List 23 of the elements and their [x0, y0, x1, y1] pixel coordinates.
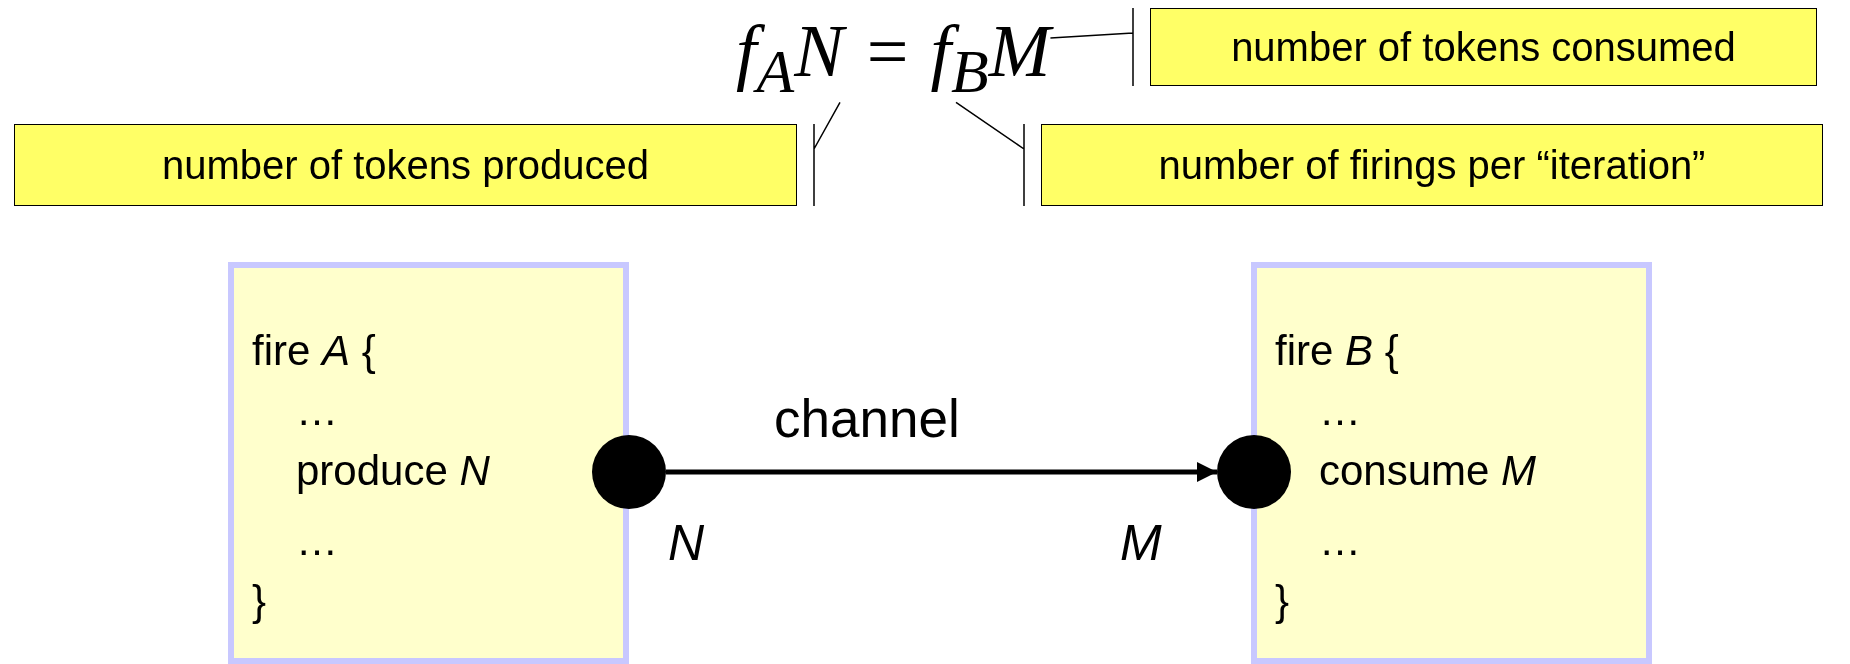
leader-line	[813, 101, 841, 207]
code-line: …	[296, 390, 338, 432]
port-dot	[592, 435, 666, 509]
leader-line	[955, 101, 1025, 207]
port-label: N	[668, 518, 705, 568]
port-label: M	[1120, 518, 1162, 568]
code-line: consume M	[1319, 450, 1537, 492]
callout-box: number of tokens produced	[14, 124, 797, 206]
code-line: }	[252, 580, 267, 622]
code-line: }	[1275, 580, 1290, 622]
code-line: …	[1319, 520, 1361, 562]
code-line: fire B {	[1275, 330, 1399, 372]
leader-line	[1049, 7, 1134, 87]
actor-box	[1251, 262, 1652, 664]
code-line: …	[296, 520, 338, 562]
code-line: …	[1319, 390, 1361, 432]
arrow	[666, 462, 1217, 482]
callout-box: number of firings per “iteration”	[1041, 124, 1823, 206]
code-line: produce N	[296, 450, 490, 492]
code-line: fire A {	[252, 330, 376, 372]
actor-box	[228, 262, 629, 664]
port-dot	[1217, 435, 1291, 509]
callout-box: number of tokens consumed	[1150, 8, 1817, 86]
